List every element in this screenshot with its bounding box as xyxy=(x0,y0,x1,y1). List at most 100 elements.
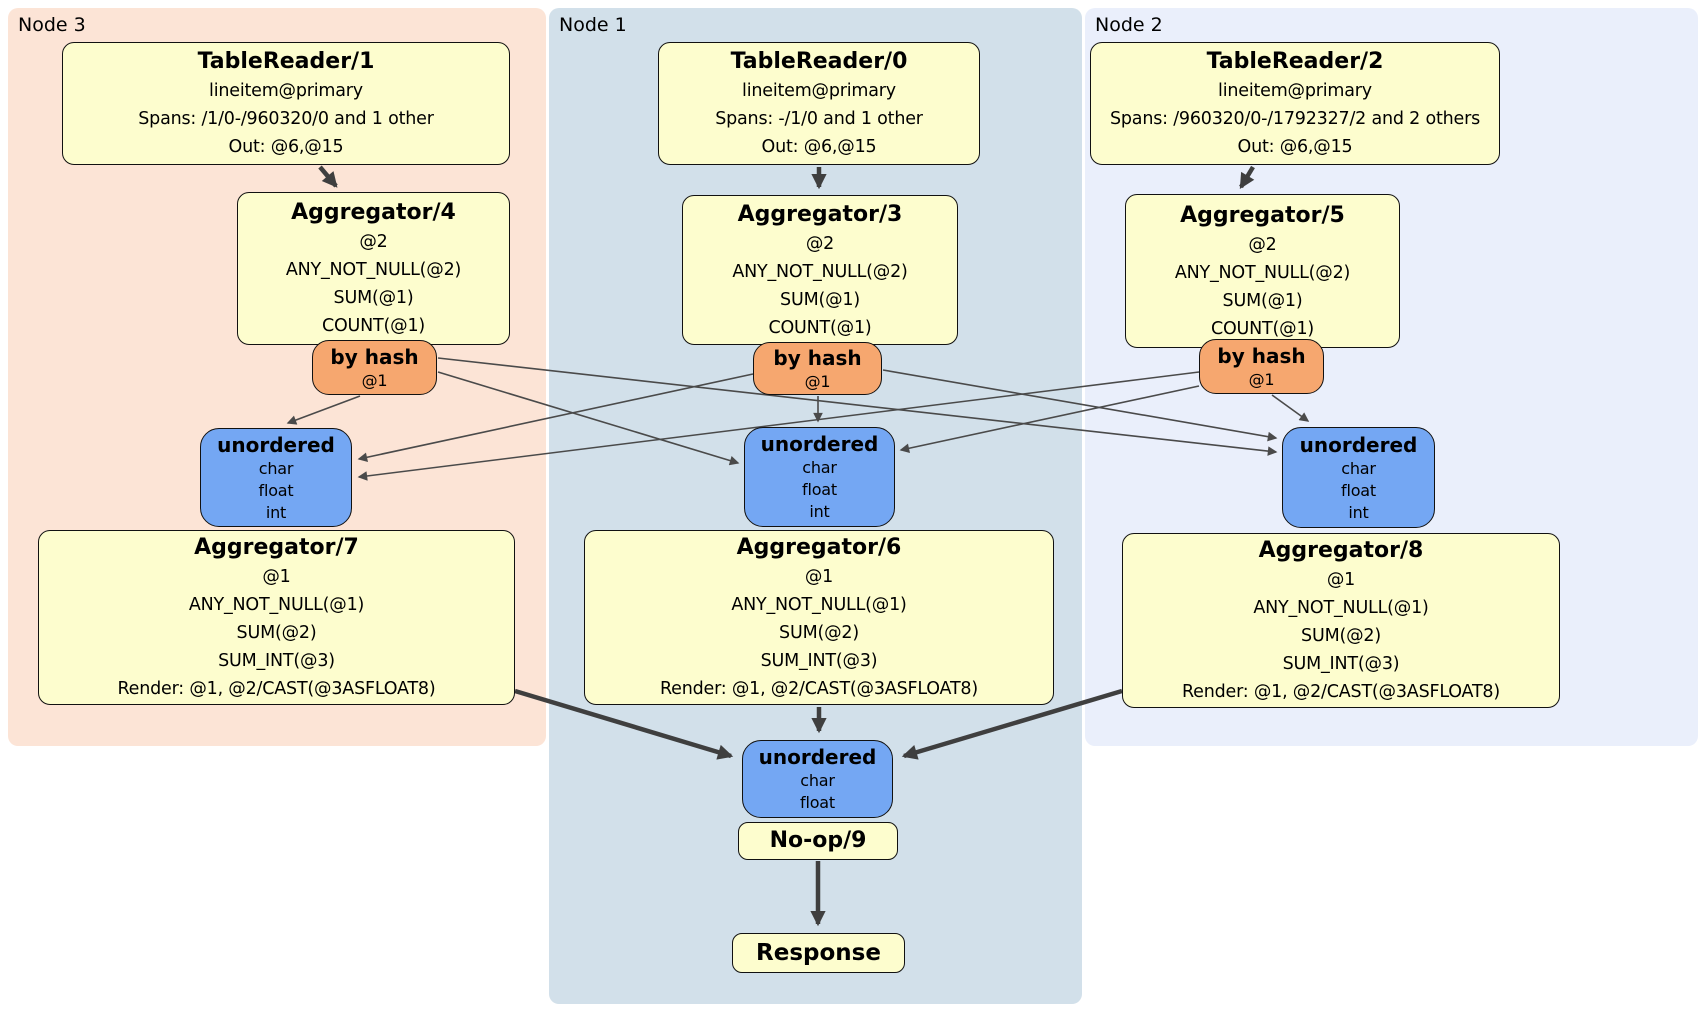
aggregator-7-box: Aggregator/7 @1 ANY_NOT_NULL(@1) SUM(@2)… xyxy=(38,530,515,705)
edge-aggregator7-final-sync xyxy=(514,688,734,760)
node2-label: Node 2 xyxy=(1095,14,1163,36)
box-line: ANY_NOT_NULL(@1) xyxy=(731,595,907,615)
box-line: ANY_NOT_NULL(@2) xyxy=(1174,262,1351,283)
box-line: lineitem@primary xyxy=(209,81,363,101)
tablereader-1-box: TableReader/1 lineitem@primary Spans: /1… xyxy=(62,42,510,165)
box-line: COUNT(@1) xyxy=(1210,318,1315,339)
box-line: Out: @6,@15 xyxy=(228,137,344,157)
box-line: @1 xyxy=(361,370,388,390)
unordered-sync-title: unordered xyxy=(1299,432,1418,457)
aggregator-7-title: Aggregator/7 xyxy=(194,535,359,560)
unordered-sync-title: unordered xyxy=(758,745,877,769)
edge-tablereader1-aggregator4 xyxy=(318,165,338,188)
tablereader-0-box: TableReader/0 lineitem@primary Spans: -/… xyxy=(658,42,980,165)
tablereader-1-title: TableReader/1 xyxy=(197,49,375,74)
box-line: lineitem@primary xyxy=(1218,81,1372,101)
edge-router2-sync2 xyxy=(1271,394,1310,422)
hash-router-node3-box: by hash @1 xyxy=(312,340,437,395)
box-line: int xyxy=(1348,502,1369,522)
aggregator-4-title: Aggregator/4 xyxy=(291,200,456,225)
box-line: Render: @1, @2/CAST(@3ASFLOAT8) xyxy=(1182,682,1500,702)
aggregator-6-box: Aggregator/6 @1 ANY_NOT_NULL(@1) SUM(@2)… xyxy=(584,530,1054,705)
edge-router2-sync3 xyxy=(357,371,1200,481)
noop-9-box: No-op/9 xyxy=(738,822,898,860)
edge-aggregator8-final-sync xyxy=(901,688,1123,760)
box-line: Spans: /1/0-/960320/0 and 1 other xyxy=(138,109,434,129)
edge-router3-sync3 xyxy=(286,395,361,425)
tablereader-2-box: TableReader/2 lineitem@primary Spans: /9… xyxy=(1090,42,1500,165)
box-line: Out: @6,@15 xyxy=(1237,137,1353,157)
box-line: char xyxy=(1341,458,1376,478)
box-line: @1 xyxy=(804,567,834,587)
unordered-sync-title: unordered xyxy=(217,432,335,457)
aggregator-4-box: Aggregator/4 @2 ANY_NOT_NULL(@2) SUM(@1)… xyxy=(237,192,510,345)
unordered-sync-final-box: unordered char float xyxy=(742,740,893,818)
box-line: @1 xyxy=(804,371,831,391)
box-line: @2 xyxy=(805,233,835,254)
box-line: float xyxy=(1341,480,1376,500)
box-line: char xyxy=(800,771,835,790)
box-line: @1 xyxy=(1248,369,1275,389)
box-line: float xyxy=(800,793,835,812)
box-line: SUM(@1) xyxy=(780,289,860,310)
box-line: float xyxy=(802,480,837,499)
box-line: ANY_NOT_NULL(@2) xyxy=(285,260,462,280)
hash-router-title: by hash xyxy=(773,345,862,370)
hash-router-node2-box: by hash @1 xyxy=(1199,339,1324,394)
box-line: COUNT(@1) xyxy=(321,316,426,336)
box-line: Spans: /960320/0-/1792327/2 and 2 others xyxy=(1109,109,1480,129)
aggregator-3-title: Aggregator/3 xyxy=(737,201,903,227)
box-line: @2 xyxy=(359,232,388,252)
tablereader-0-title: TableReader/0 xyxy=(730,49,908,74)
box-line: SUM(@1) xyxy=(1222,290,1303,311)
box-line: lineitem@primary xyxy=(742,81,896,101)
aggregator-8-box: Aggregator/8 @1 ANY_NOT_NULL(@1) SUM(@2)… xyxy=(1122,533,1560,708)
box-line: COUNT(@1) xyxy=(768,317,872,338)
box-line: SUM_INT(@3) xyxy=(1282,654,1400,674)
hash-router-title: by hash xyxy=(330,344,419,369)
box-line: @1 xyxy=(262,567,291,587)
aggregator-5-box: Aggregator/5 @2 ANY_NOT_NULL(@2) SUM(@1)… xyxy=(1125,194,1400,348)
response-box: Response xyxy=(732,933,905,973)
box-line: int xyxy=(809,502,830,521)
box-line: char xyxy=(802,458,837,477)
edge-tablereader2-aggregator5 xyxy=(1239,165,1255,189)
box-line: ANY_NOT_NULL(@1) xyxy=(1253,598,1429,618)
box-line: float xyxy=(258,480,294,500)
tablereader-2-title: TableReader/2 xyxy=(1206,49,1384,74)
hash-router-node1-box: by hash @1 xyxy=(753,342,882,395)
box-line: SUM(@2) xyxy=(779,623,859,643)
box-line: ANY_NOT_NULL(@2) xyxy=(732,261,908,282)
edge-router3-sync1 xyxy=(437,371,740,466)
unordered-sync-node3-box: unordered char float int xyxy=(200,428,352,527)
edge-router1-sync2 xyxy=(882,369,1278,442)
aggregator-5-title: Aggregator/5 xyxy=(1180,202,1345,228)
box-line: Render: @1, @2/CAST(@3ASFLOAT8) xyxy=(117,679,436,699)
aggregator-8-title: Aggregator/8 xyxy=(1258,538,1424,563)
node3-label: Node 3 xyxy=(18,14,86,36)
unordered-sync-title: unordered xyxy=(760,432,879,456)
box-line: SUM_INT(@3) xyxy=(760,651,878,671)
box-line: SUM(@2) xyxy=(1301,626,1381,646)
box-line: SUM(@2) xyxy=(236,623,317,643)
edge-router2-sync1 xyxy=(899,385,1200,453)
box-line: SUM_INT(@3) xyxy=(218,651,335,671)
hash-router-title: by hash xyxy=(1217,343,1306,368)
box-line: ANY_NOT_NULL(@1) xyxy=(188,595,365,615)
node1-label: Node 1 xyxy=(559,14,627,36)
box-line: @1 xyxy=(1326,570,1356,590)
noop-9-title: No-op/9 xyxy=(769,828,867,853)
unordered-sync-node1-box: unordered char float int xyxy=(744,427,895,527)
aggregator-3-box: Aggregator/3 @2 ANY_NOT_NULL(@2) SUM(@1)… xyxy=(682,195,958,345)
box-line: int xyxy=(265,502,287,522)
box-line: SUM(@1) xyxy=(333,288,414,308)
edge-router1-sync3 xyxy=(357,373,754,462)
box-line: Out: @6,@15 xyxy=(761,137,877,157)
box-line: Spans: -/1/0 and 1 other xyxy=(715,109,923,129)
response-title: Response xyxy=(756,940,881,966)
box-line: Render: @1, @2/CAST(@3ASFLOAT8) xyxy=(660,679,978,699)
aggregator-6-title: Aggregator/6 xyxy=(736,535,902,560)
box-line: @2 xyxy=(1248,234,1277,255)
